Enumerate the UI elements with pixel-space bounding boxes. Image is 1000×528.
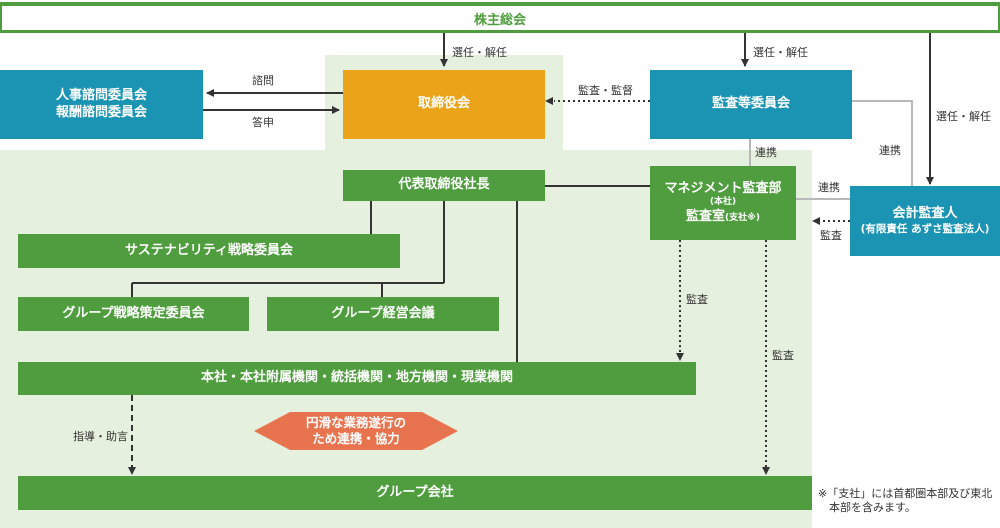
elect-dismiss-auditor-label: 選任・解任 [936, 110, 991, 123]
cooperation-arrow-shape [254, 412, 458, 450]
guidance-advice-label: 指導・助言 [73, 430, 128, 443]
auditor-audit-label: 監査 [820, 229, 842, 242]
head-office-and-organs: 本社・本社附属機関・統括機関・地方機関・現業機関 [18, 362, 696, 395]
management-audit-department: マネジメント監査部 (本社) 監査室(支社※) [650, 166, 796, 240]
elect-dismiss-audit-label: 選任・解任 [753, 46, 808, 59]
audit-head-office-label: 監査 [686, 293, 708, 306]
shareholders-label: 株主総会 [473, 12, 526, 28]
mgmt-audit-headoffice-label: (本社) [709, 197, 737, 208]
cooperate-audit-auditor-label: 連携 [879, 144, 901, 157]
footnote: ※「支社」には首都圏本部及び東北 本部を含みます。 [818, 487, 992, 515]
accounting-auditor-firm-label: (有限責任 あずさ監査法人) [860, 222, 990, 235]
cooperate-mgmt-auditor-label: 連携 [818, 181, 840, 194]
footnote-line-1: ※「支社」には首都圏本部及び東北 [818, 487, 993, 500]
shareholders-inner: 株主総会 [0, 4, 1000, 32]
representative-director-president: 代表取締役社長 [343, 170, 545, 201]
hr-advisory-committees: 人事諮問委員会 報酬諮問委員会 [0, 70, 203, 139]
accounting-auditor-label: 会計監査人 [892, 205, 958, 221]
report-label: 答申 [252, 116, 274, 129]
compensation-committee-label: 報酬諮問委員会 [55, 104, 147, 120]
group-strategy-committee: グループ戦略策定委員会 [18, 297, 249, 331]
audit-committee: 監査等委員会 [650, 70, 852, 139]
accounting-auditor: 会計監査人 (有限責任 あずさ監査法人) [850, 186, 1000, 256]
group-companies: グループ会社 [18, 476, 812, 510]
cooperation-line-1: 円滑な業務遂行の [305, 414, 406, 430]
audit-auditor-cooperation-line [852, 100, 913, 186]
audit-office-label: 監査室 [686, 208, 726, 224]
cooperation-line-2: ため連携・協力 [312, 431, 400, 446]
board-of-directors: 取締役会 [343, 70, 545, 139]
audit-group-label: 監査 [772, 349, 794, 362]
audit-office-branch-label: (支社※) [725, 212, 760, 223]
consult-label: 諮問 [252, 74, 274, 87]
audit-supervise-label: 監査・監督 [578, 84, 633, 97]
elect-dismiss-board-label: 選任・解任 [452, 46, 507, 59]
group-management-meeting: グループ経営会議 [267, 297, 499, 331]
footnote-line-2: 本部を含みます。 [829, 501, 916, 514]
cooperate-audit-mgmt-label: 連携 [755, 146, 777, 159]
mgmt-audit-label: マネジメント監査部 [664, 181, 782, 197]
hr-committee-label: 人事諮問委員会 [55, 87, 147, 103]
cooperation-text: 円滑な業務遂行の ため連携・協力 [290, 412, 422, 450]
sustainability-strategy-committee: サステナビリティ戦略委員会 [18, 234, 400, 268]
